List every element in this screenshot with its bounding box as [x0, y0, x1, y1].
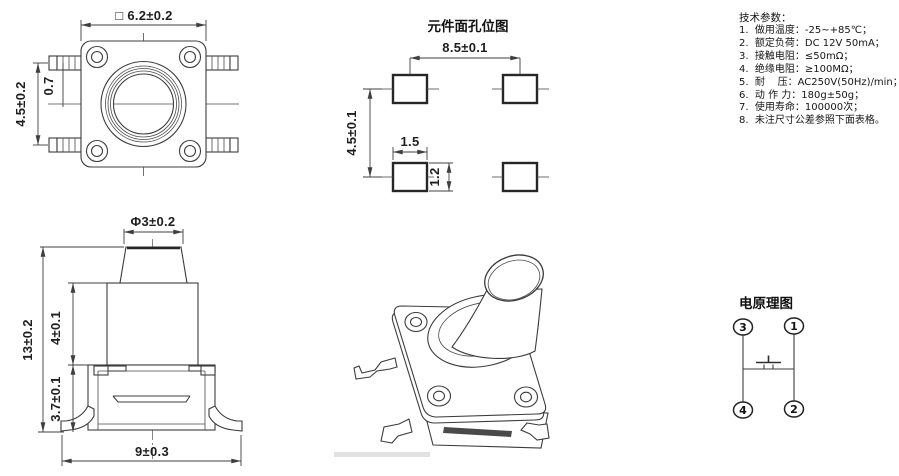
schematic-pin-4-label: 4	[739, 404, 747, 417]
side-view-dim-total-height-label: 13±0.2	[20, 319, 35, 360]
pcb-pad-top-left	[382, 58, 439, 105]
tech-param-line: 8. 未注尺寸公差参照下面表格。	[739, 115, 885, 127]
iso-view-leg-left	[353, 357, 398, 380]
pcb-dim-pad-width: 1.5	[392, 134, 428, 160]
side-view-dim-stem-dia-label: Φ3±0.2	[131, 214, 176, 229]
top-view-dim-lead-span-label: 4.5±0.2	[13, 81, 28, 126]
tech-param-line: 5. 耐 压：AC250V(50Hz)/min；	[739, 76, 899, 88]
side-view-leg-left	[60, 405, 95, 432]
schematic-drawing: 电原理图 3 1 4 2	[732, 295, 805, 419]
top-view-button-rings	[100, 60, 187, 148]
pcb-dim-pad-width-label: 1.5	[401, 134, 420, 149]
top-view-leg-right-top	[205, 55, 239, 71]
top-view-leg-right-bottom	[205, 137, 239, 153]
tech-param-line: 2. 额定负荷：DC 12V 50mA；	[739, 37, 885, 49]
side-view-drawing: Φ3±0.2 13±0.2 4±0.1 3.7±0.1 9±0.3	[20, 214, 243, 466]
pcb-dim-v-spacing-label: 4.5±0.1	[344, 110, 359, 155]
side-view-dim-shaft-height-label: 4±0.1	[48, 311, 63, 345]
pcb-dim-h-spacing-label: 8.5±0.1	[442, 40, 487, 55]
schematic-pin-3: 3	[732, 318, 754, 336]
side-view-shaft	[106, 282, 199, 366]
iso-view-drawing	[334, 254, 550, 457]
side-view-dim-base-height-label: 3.7±0.1	[48, 376, 63, 421]
top-view-leg-left-bottom	[48, 137, 82, 153]
iso-view-leg-bottom-right	[520, 422, 550, 441]
side-view-dim-base-width-label: 9±0.3	[135, 444, 169, 459]
schematic-pin-1-label: 1	[790, 320, 798, 333]
tech-param-line: 1. 做用温度：-25~+85℃；	[739, 25, 872, 36]
side-view-base	[87, 364, 216, 431]
side-view-dim-base-height: 3.7±0.1	[48, 364, 76, 433]
pcb-layout-drawing: 元件面孔位图 8.5±0.1 4.5±0	[344, 18, 549, 193]
top-view-dim-lead-span: 4.5±0.2	[13, 62, 48, 146]
tech-param-line: 7. 使用寿命：100000次；	[739, 102, 864, 114]
tech-params-panel: 技术参数： 1. 做用温度：-25~+85℃； 2. 额定负荷：DC 12V 5…	[739, 12, 899, 128]
pcb-pad-bottom-right	[492, 161, 549, 193]
pcb-pad-bottom-left	[382, 161, 434, 193]
tech-param-line: 4. 绝缘电阻：≥100MΩ；	[739, 63, 859, 75]
pcb-dim-pad-height-label: 1.2	[427, 168, 442, 187]
side-view-dim-base-width: 9±0.3	[61, 435, 242, 466]
iso-view-leg-bottom-left	[380, 418, 413, 444]
pcb-pad-top-right	[492, 58, 549, 105]
side-view-dim-total-height: 13±0.2	[20, 246, 124, 433]
pcb-dim-h-spacing: 8.5±0.1	[409, 40, 521, 61]
schematic-pin-2: 2	[783, 400, 805, 418]
pcb-dim-pad-height: 1.2	[427, 162, 453, 192]
top-view-drawing: □ 6.2±0.2 4.5±0.2 0.7	[13, 8, 239, 176]
side-view-leg-right	[208, 405, 243, 432]
tech-param-line: 6. 动 作 力：180g±50g；	[739, 89, 865, 101]
iso-view-body-recess	[443, 427, 512, 437]
top-view-corner-holes	[85, 45, 202, 163]
schematic-title: 电原理图	[739, 295, 793, 312]
pcb-dim-v-spacing: 4.5±0.1	[344, 88, 382, 178]
schematic-pin-1: 1	[783, 317, 805, 335]
iso-view-shadow	[334, 452, 430, 457]
top-view-dim-lead-offset-label: 0.7	[41, 77, 56, 96]
top-view-dim-width-label: □ 6.2±0.2	[115, 8, 172, 23]
tech-params-title: 技术参数：	[739, 12, 792, 24]
side-view-dim-stem-dia: Φ3±0.2	[123, 214, 184, 244]
pcb-layout-title: 元件面孔位图	[428, 18, 509, 35]
side-view-cap	[119, 246, 188, 284]
schematic-pin-2-label: 2	[790, 403, 798, 416]
schematic-pin-4: 4	[732, 401, 754, 419]
side-view-dim-shaft-height: 4±0.1	[48, 282, 107, 366]
top-view-dim-lead-offset: 0.7	[41, 63, 64, 107]
schematic-pin-3-label: 3	[739, 321, 747, 334]
schematic-wires	[742, 334, 795, 402]
schematic-switch-symbol	[756, 355, 781, 369]
tech-param-line: 3. 接触电阻：≤50mΩ；	[739, 50, 854, 62]
top-view-leg-left-top	[48, 55, 82, 71]
top-view-dim-width: □ 6.2±0.2	[80, 8, 207, 41]
iso-view-stem-top-inner	[487, 259, 541, 301]
iso-view-stem	[451, 288, 543, 359]
